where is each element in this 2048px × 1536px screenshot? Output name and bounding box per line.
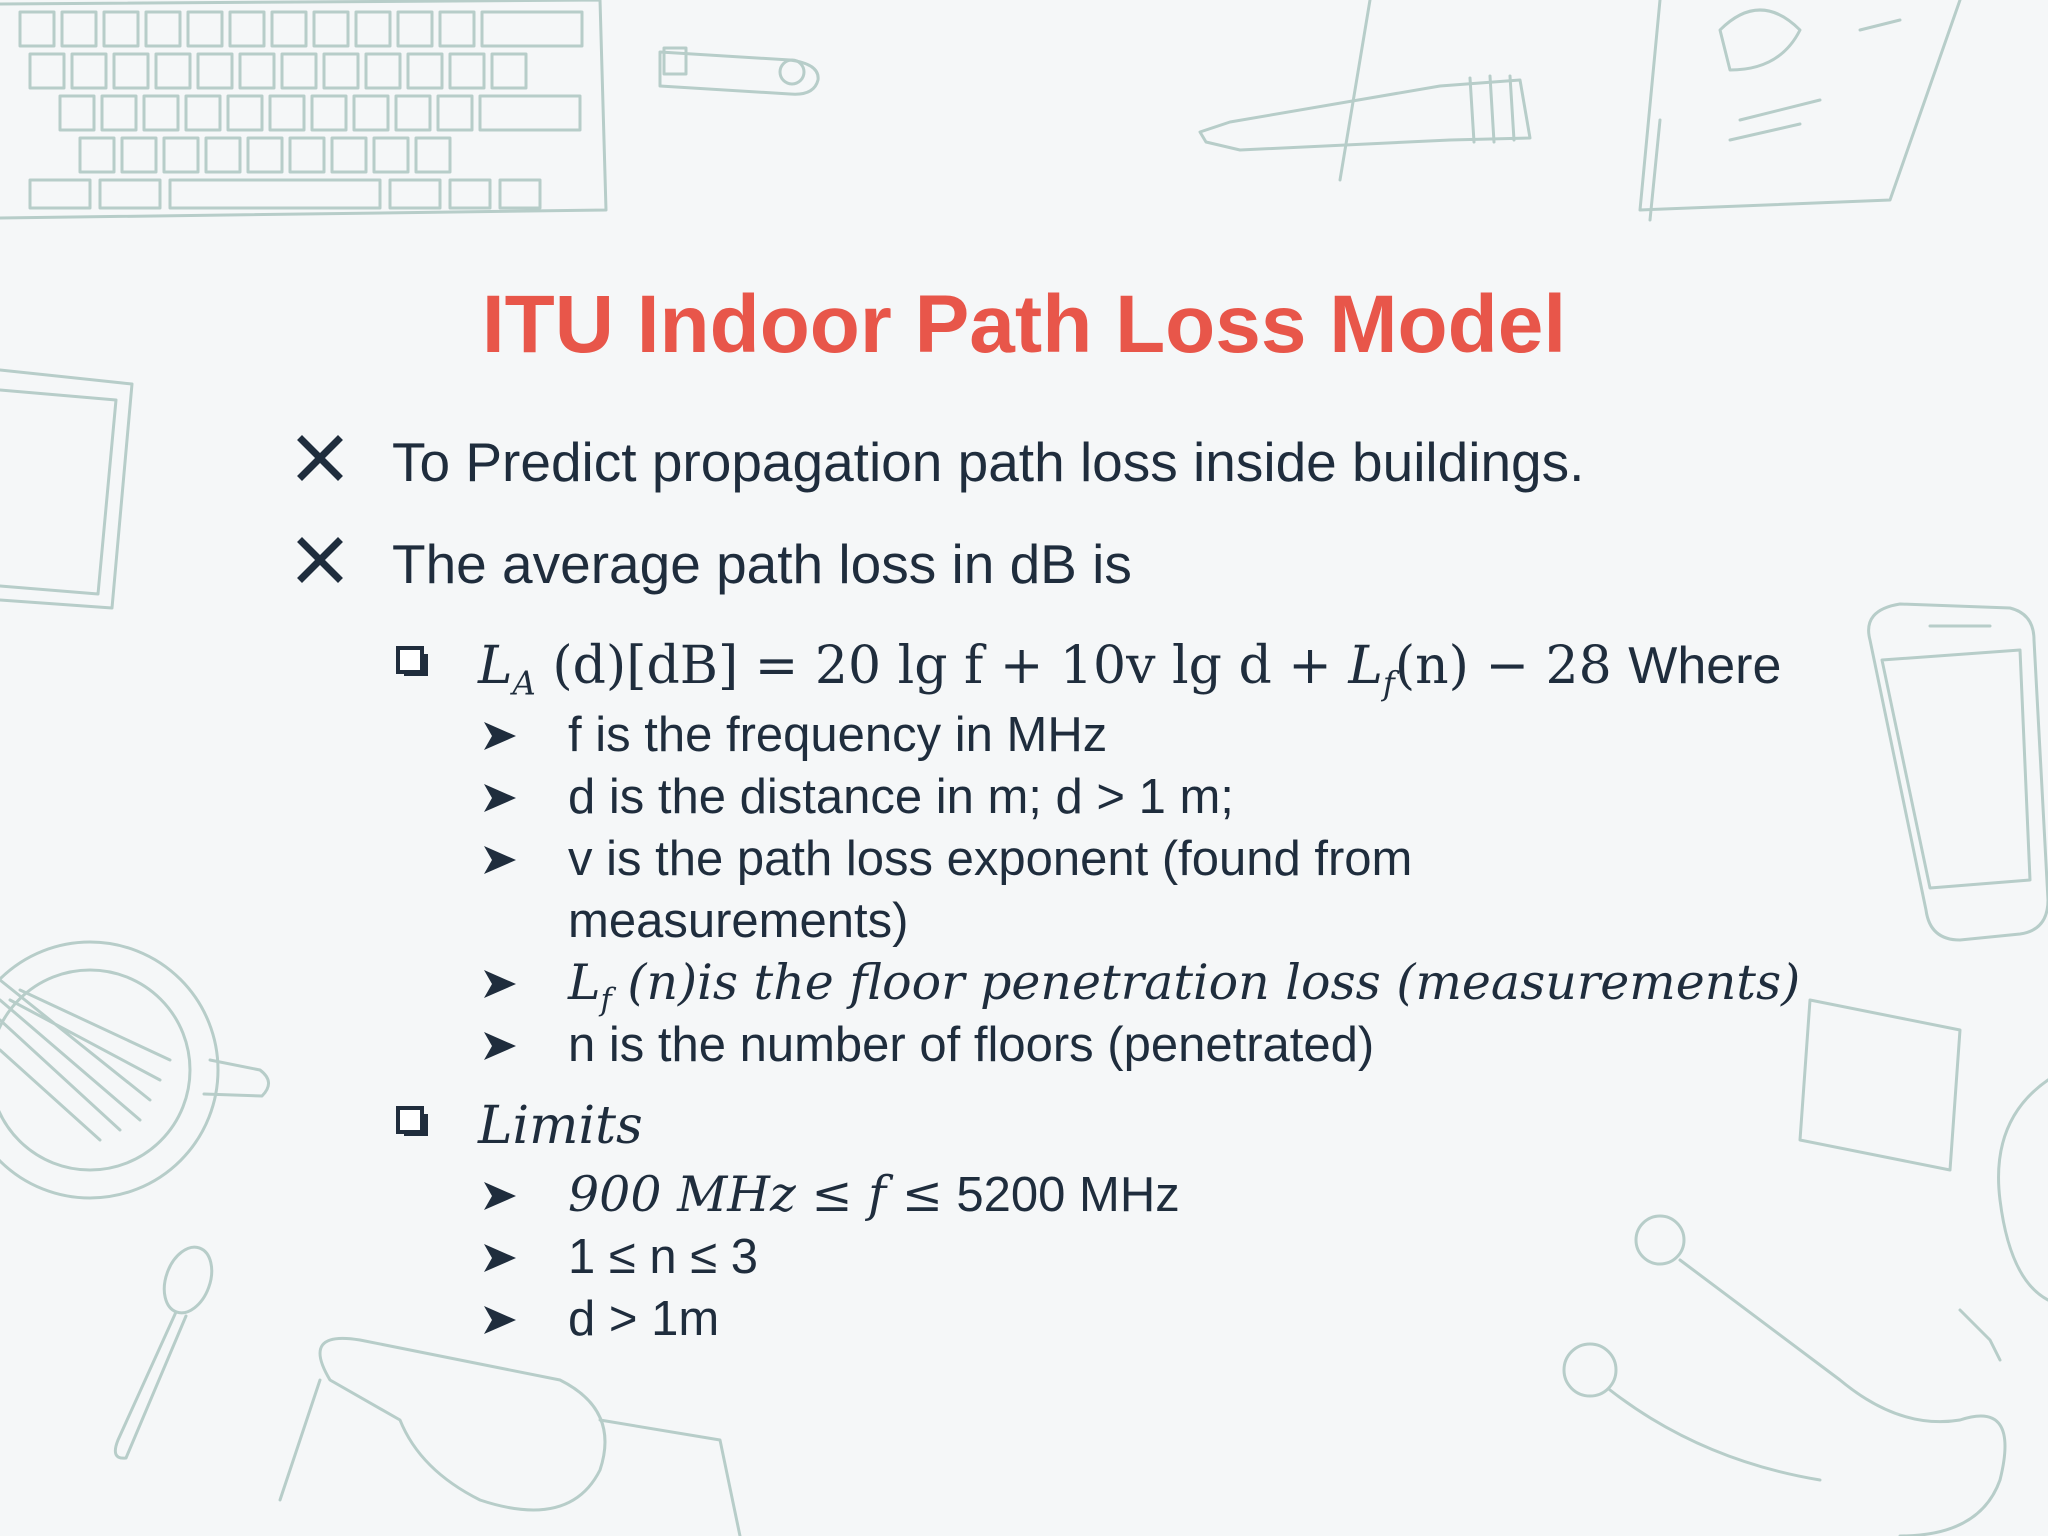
arrow-bullet-icon	[484, 1032, 516, 1060]
bullet-text: To Predict propagation path loss inside …	[392, 431, 1585, 493]
path-loss-formula: LA (d)[dB] = 20 lg f + 10v lg d + Lf(n) …	[478, 636, 1782, 703]
marker-pen-sketch-icon	[1198, 74, 1532, 152]
x-mark-icon	[297, 537, 343, 583]
sticky-note-sketch-icon	[1798, 998, 1962, 1172]
limit-text: 900 MHz ≤ f ≤ 5200 MHz	[568, 1166, 1180, 1223]
notebook-sketch-icon	[1338, 0, 1962, 222]
usb-stick-sketch-icon	[658, 46, 820, 96]
bullet-text: The average path loss in dB is	[392, 533, 1132, 595]
coffee-cup-sketch-icon	[0, 940, 270, 1200]
definition-item: f is the frequency in MHz	[296, 704, 1796, 766]
definition-text: n is the number of floors (penetrated)	[568, 1018, 1375, 1072]
slide-content: To Predict propagation path loss inside …	[296, 430, 1800, 1350]
definition-text: measurements)	[568, 894, 909, 948]
x-mark-icon	[297, 435, 343, 481]
definition-continuation: measurements)	[296, 890, 1796, 952]
definition-text: v is the path loss exponent (found from	[568, 832, 1413, 886]
definition-item: d is the distance in m; d > 1 m;	[296, 766, 1796, 828]
checkbox-square-icon	[396, 1106, 428, 1136]
keyboard-sketch-icon	[0, 0, 608, 220]
definition-item: Lf (n)is the floor penetration loss (mea…	[296, 952, 1800, 1018]
definition-text: d is the distance in m; d > 1 m;	[568, 770, 1234, 824]
arrow-bullet-icon	[484, 722, 516, 750]
limit-item: 1 ≤ n ≤ 3	[296, 1226, 1796, 1288]
limit-text: 1 ≤ n ≤ 3	[568, 1230, 758, 1284]
limit-text: d > 1m	[568, 1292, 720, 1346]
limit-item: 900 MHz ≤ f ≤ 5200 MHz	[296, 1164, 1796, 1226]
floor-loss-definition: Lf (n)is the floor penetration loss (mea…	[568, 954, 1801, 1018]
definition-text: f is the frequency in MHz	[568, 708, 1108, 762]
definition-item: n is the number of floors (penetrated)	[296, 1014, 1796, 1076]
arrow-bullet-icon	[484, 1306, 516, 1334]
smartphone-sketch-icon	[1867, 602, 2048, 942]
glasses-sketch-icon	[278, 1336, 742, 1536]
formula-item: LA (d)[dB] = 20 lg f + 10v lg d + Lf(n) …	[296, 634, 1796, 702]
checkbox-square-icon	[396, 646, 428, 676]
bullet-item: The average path loss in dB is	[296, 532, 1796, 596]
definition-item: v is the path loss exponent (found from	[296, 828, 1796, 890]
arrow-bullet-icon	[484, 970, 516, 998]
limit-item: d > 1m	[296, 1288, 1796, 1350]
bullet-item: To Predict propagation path loss inside …	[296, 430, 1796, 494]
limits-heading: Limits	[478, 1096, 643, 1156]
arrow-bullet-icon	[484, 1182, 516, 1210]
tablet-sketch-icon	[0, 368, 134, 610]
limits-item: Limits	[296, 1094, 1796, 1158]
spoon-sketch-icon	[113, 1245, 214, 1460]
slide-title: ITU Indoor Path Loss Model	[481, 279, 1567, 370]
arrow-bullet-icon	[484, 846, 516, 874]
arrow-bullet-icon	[484, 1244, 516, 1272]
arrow-bullet-icon	[484, 784, 516, 812]
